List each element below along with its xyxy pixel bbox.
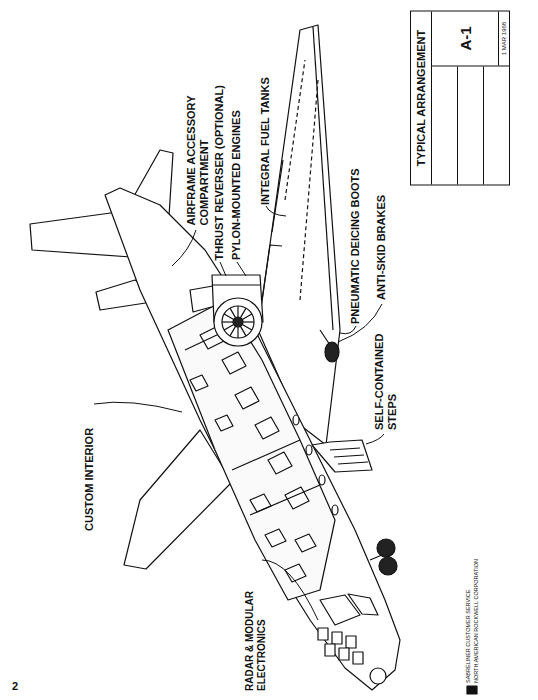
logo-mark bbox=[467, 686, 477, 694]
callout-label: ANTI-SKID BRAKES bbox=[375, 176, 388, 300]
deicing-boot bbox=[313, 27, 333, 330]
issue-date: 1 MAR 1968 bbox=[499, 12, 509, 66]
nose-gear-wheel bbox=[379, 557, 397, 575]
callout-label: INTEGRAL FUEL TANKS bbox=[259, 63, 272, 205]
main-gear-wheel bbox=[325, 342, 339, 362]
cutaway-edge bbox=[168, 300, 335, 600]
engine-intake bbox=[214, 298, 262, 346]
windshield bbox=[348, 594, 378, 615]
publisher-line: NORTH AMERICAN ROCKWELL CORPORATION bbox=[473, 553, 480, 683]
engine-fan bbox=[222, 306, 254, 338]
fan-blade bbox=[222, 321, 233, 322]
radar-dish bbox=[370, 668, 386, 684]
fan-blade bbox=[241, 308, 247, 318]
callout-label: THRUST REVERSER (OPTIONAL) bbox=[213, 56, 226, 261]
callout-label: PNEUMATIC DEICING BOOTS bbox=[349, 152, 362, 324]
callout-label: RADAR & MODULAR ELECTRONICS bbox=[244, 565, 268, 691]
fan-blade bbox=[241, 326, 247, 336]
seats bbox=[190, 327, 316, 582]
fan-blade bbox=[242, 325, 252, 331]
engine-spinner bbox=[233, 317, 243, 327]
callout-label: AIRFRAME ACCESSORY COMPARTMENT bbox=[185, 51, 211, 226]
modular-electronics bbox=[318, 628, 363, 664]
stair-treads bbox=[330, 448, 368, 464]
callout-label: PYLON-MOUNTED ENGINES bbox=[230, 92, 243, 260]
title-text: TYPICAL ARRANGEMENT bbox=[411, 12, 432, 185]
fan-blades bbox=[222, 306, 254, 338]
cabin-partition bbox=[185, 325, 320, 515]
nose-gear-wheel bbox=[377, 539, 395, 557]
fan-blade bbox=[224, 314, 234, 320]
page-number: 2 bbox=[5, 680, 25, 693]
thrust-reverser bbox=[212, 284, 260, 285]
leader-lines bbox=[94, 206, 384, 620]
sheet-number: A-1 bbox=[432, 12, 499, 66]
fan-blade bbox=[224, 325, 234, 331]
airstair-door bbox=[312, 440, 372, 472]
fuel-tank-line bbox=[285, 60, 318, 300]
fan-blade bbox=[242, 314, 252, 320]
fan-blade bbox=[230, 326, 236, 336]
callout-label: CUSTOM INTERIOR bbox=[83, 409, 96, 531]
nose-gear-strut bbox=[370, 555, 382, 560]
fan-blade bbox=[243, 321, 254, 322]
fan-blade bbox=[230, 308, 236, 318]
fan-blade bbox=[237, 327, 238, 338]
publisher-line: SABRELINER CUSTOMER SERVICE bbox=[465, 553, 472, 683]
fan-blade bbox=[237, 306, 238, 317]
engine-pylon bbox=[190, 286, 215, 312]
title-block: TYPICAL ARRANGEMENTA-11 MAR 1968 bbox=[410, 11, 510, 186]
callout-label: SELF-CONTAINED STEPS bbox=[373, 330, 399, 430]
